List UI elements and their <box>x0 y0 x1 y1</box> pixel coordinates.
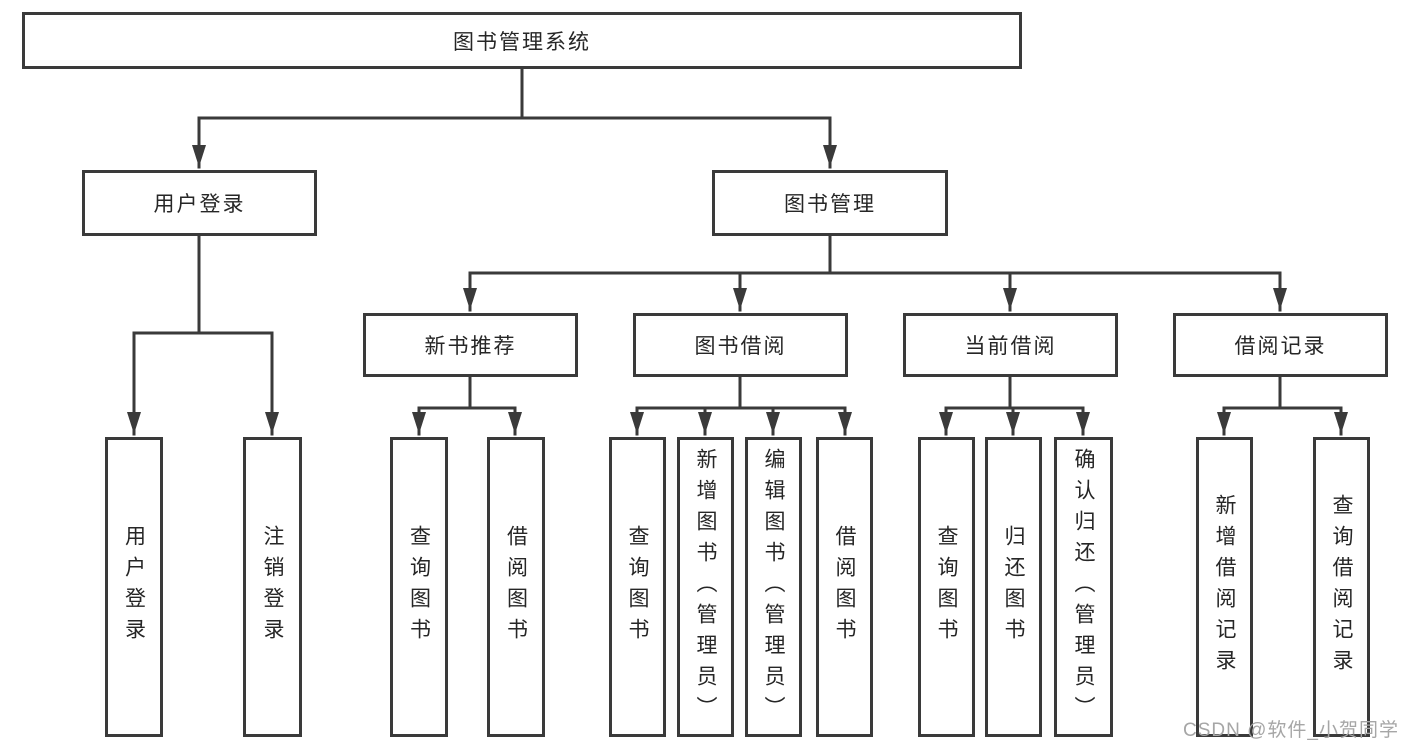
node-book-borrowing-label: 图书借阅 <box>694 335 787 358</box>
connector-new-book-recommend <box>412 375 522 436</box>
connector-book-borrowing <box>630 375 852 436</box>
node-current-borrowing: 当前借阅 <box>903 313 1118 377</box>
leaf-newbook-query-books: 查询图书 <box>390 437 448 737</box>
leaf-borrowing-borrow-books-label: 借阅图书 <box>833 525 856 649</box>
leaf-records-query-record-label: 查询借阅记录 <box>1330 494 1353 680</box>
connector-current-borrowing <box>939 375 1090 436</box>
connector-book-management <box>463 234 1287 312</box>
node-user-login-label: 用户登录 <box>153 193 246 216</box>
leaf-user-login: 用户登录 <box>105 437 163 737</box>
leaf-newbook-query-books-label: 查询图书 <box>407 525 431 649</box>
leaf-logout-login: 注销登录 <box>243 437 302 737</box>
leaf-newbook-borrow-books-label: 借阅图书 <box>504 525 528 649</box>
node-book-management-label: 图书管理 <box>784 193 876 216</box>
connector-user-login <box>127 234 279 436</box>
csdn-watermark: CSDN @软件_小贺同学 <box>1183 720 1399 741</box>
leaf-current-return-books: 归还图书 <box>985 437 1042 737</box>
leaf-current-confirm-return-admin: 确认归还（管理员） <box>1054 437 1113 737</box>
leaf-records-add-record: 新增借阅记录 <box>1196 437 1253 737</box>
leaf-records-add-record-label: 新增借阅记录 <box>1213 494 1236 680</box>
node-book-borrowing: 图书借阅 <box>633 313 848 377</box>
node-user-login: 用户登录 <box>82 170 317 236</box>
leaf-current-return-books-label: 归还图书 <box>1002 525 1025 649</box>
leaf-borrowing-edit-books-admin: 编辑图书（管理员） <box>745 437 802 737</box>
node-current-borrowing-label: 当前借阅 <box>964 335 1057 358</box>
leaf-logout-login-label: 注销登录 <box>261 525 284 649</box>
leaf-current-confirm-return-admin-label: 确认归还（管理员） <box>1072 447 1095 727</box>
leaf-current-query-books-label: 查询图书 <box>935 525 958 649</box>
node-new-book-recommend: 新书推荐 <box>363 313 578 377</box>
leaf-newbook-borrow-books: 借阅图书 <box>487 437 545 737</box>
node-borrowing-records-label: 借阅记录 <box>1234 335 1327 358</box>
leaf-borrowing-query-books: 查询图书 <box>609 437 666 737</box>
node-borrowing-records: 借阅记录 <box>1173 313 1388 377</box>
connector-borrowing-records <box>1217 375 1348 436</box>
leaf-borrowing-add-books-admin-label: 新增图书（管理员） <box>694 447 717 727</box>
leaf-user-login-label: 用户登录 <box>122 525 146 649</box>
node-book-management: 图书管理 <box>712 170 948 236</box>
node-new-book-recommend-label: 新书推荐 <box>424 335 517 358</box>
leaf-current-query-books: 查询图书 <box>918 437 975 737</box>
connector-root <box>192 67 837 169</box>
leaf-borrowing-query-books-label: 查询图书 <box>626 525 649 649</box>
node-root-system-label: 图书管理系统 <box>453 30 591 54</box>
leaf-borrowing-edit-books-admin-label: 编辑图书（管理员） <box>762 447 785 727</box>
node-root-system: 图书管理系统 <box>22 12 1022 69</box>
leaf-borrowing-add-books-admin: 新增图书（管理员） <box>677 437 734 737</box>
leaf-borrowing-borrow-books: 借阅图书 <box>816 437 873 737</box>
leaf-records-query-record: 查询借阅记录 <box>1313 437 1370 737</box>
